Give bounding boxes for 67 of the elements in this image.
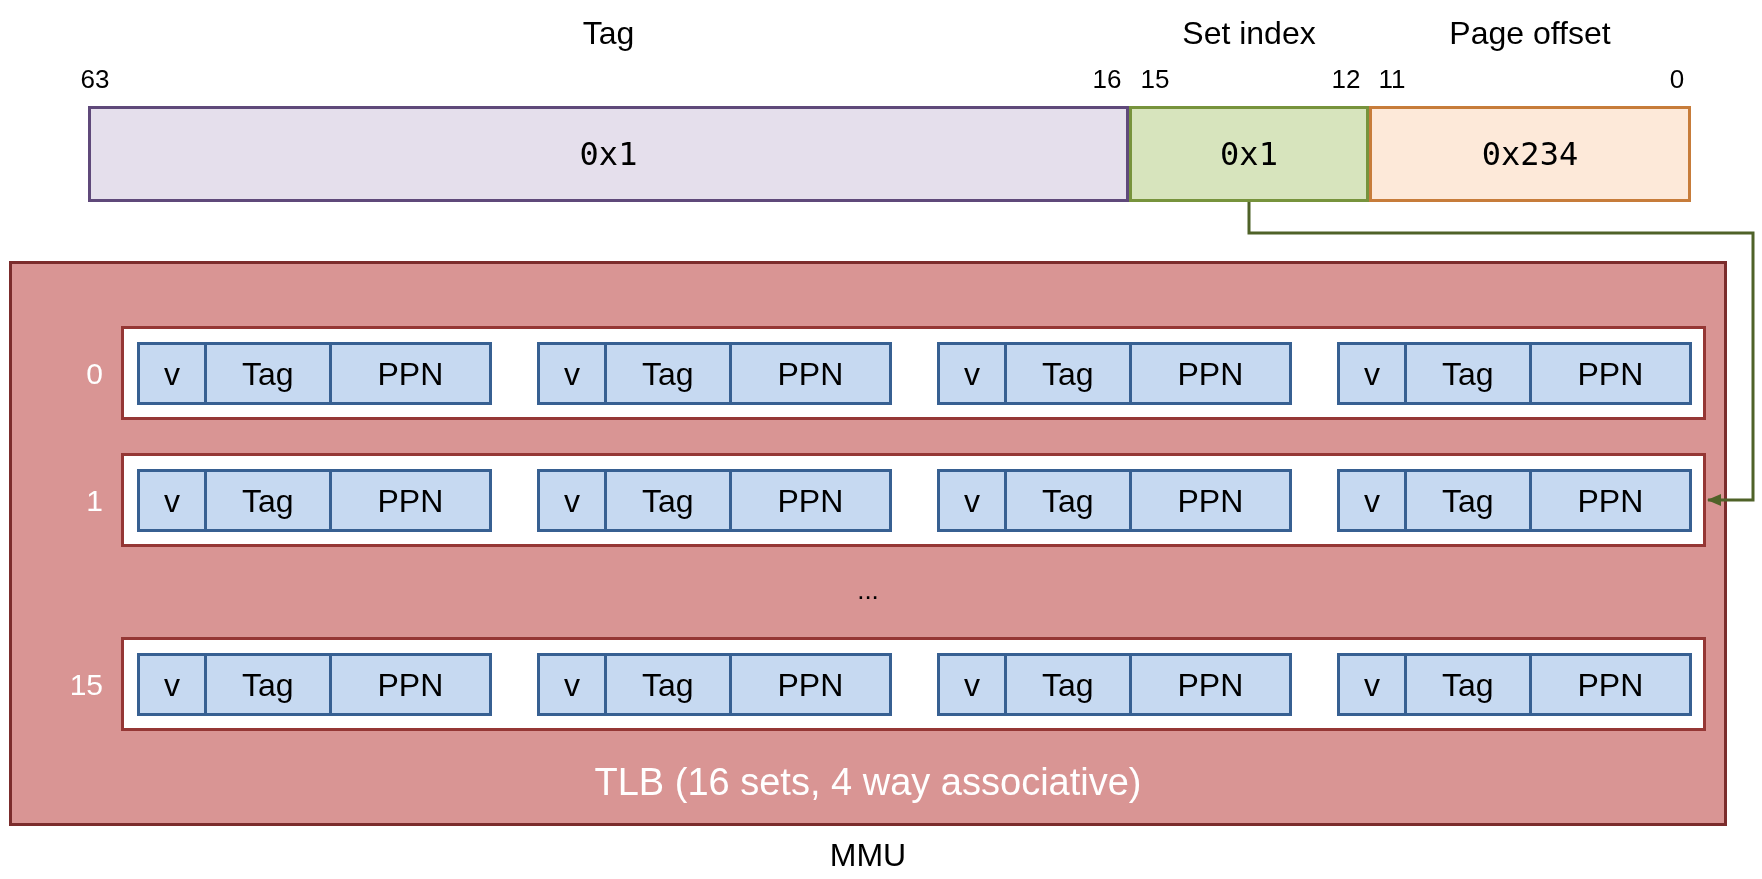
entry-field: PPN xyxy=(328,345,489,402)
tlb-entry xyxy=(137,469,492,532)
entry-field: Tag xyxy=(603,656,729,713)
set-number: 1 xyxy=(86,482,103,519)
entry-field: Tag xyxy=(603,472,729,529)
entry-field: PPN xyxy=(1528,472,1689,529)
tlb-entry xyxy=(137,653,492,716)
entry-field: PPN xyxy=(1528,656,1689,713)
bit-number: 63 xyxy=(80,62,110,96)
bit-number: 0 xyxy=(1669,62,1685,96)
tlb-entry xyxy=(1337,653,1692,716)
hex-value: 0x1 xyxy=(579,134,638,175)
bit-number: 12 xyxy=(1331,62,1361,96)
entry-field: v xyxy=(940,656,1004,713)
set-number: 0 xyxy=(86,355,103,392)
arrow xyxy=(1247,202,1755,506)
entry-field: Tag xyxy=(1003,656,1129,713)
entry-field: Tag xyxy=(1403,656,1529,713)
entry-field: PPN xyxy=(1528,345,1689,402)
set-number: 15 xyxy=(69,666,103,703)
tlb-entry xyxy=(1337,342,1692,405)
entry-field: Tag xyxy=(1403,472,1529,529)
entry-field: Tag xyxy=(203,656,329,713)
entry-field: Tag xyxy=(203,345,329,402)
entry-field: PPN xyxy=(1128,656,1289,713)
hex-value: 0x1 xyxy=(1220,134,1278,175)
entry-field: Tag xyxy=(1003,345,1129,402)
entry-field: v xyxy=(1340,345,1404,402)
tlb-entry xyxy=(537,653,892,716)
entry-field: v xyxy=(540,656,604,713)
unit-caption: MMU xyxy=(829,836,907,875)
ellipsis: ... xyxy=(857,573,879,607)
entry-field: PPN xyxy=(1128,472,1289,529)
entry-field: v xyxy=(140,345,204,402)
entry-field: v xyxy=(540,345,604,402)
entry-field: v xyxy=(940,345,1004,402)
field-heading: Set index xyxy=(1182,14,1316,53)
hex-value: 0x234 xyxy=(1481,134,1579,175)
entry-field: v xyxy=(1340,656,1404,713)
entry-field: v xyxy=(140,472,204,529)
entry-field: Tag xyxy=(1003,472,1129,529)
tlb-entry xyxy=(937,342,1292,405)
entry-field: PPN xyxy=(1128,345,1289,402)
field-heading: Page offset xyxy=(1449,14,1611,53)
entry-field: PPN xyxy=(728,656,889,713)
field-heading: Tag xyxy=(582,14,635,53)
entry-field: PPN xyxy=(728,472,889,529)
tlb-entry xyxy=(937,653,1292,716)
entry-field: Tag xyxy=(203,472,329,529)
entry-field: PPN xyxy=(728,345,889,402)
tlb-entry xyxy=(937,469,1292,532)
entry-field: Tag xyxy=(603,345,729,402)
tlb-entry xyxy=(537,469,892,532)
tlb-caption: TLB (16 sets, 4 way associative) xyxy=(593,760,1143,805)
entry-field: v xyxy=(540,472,604,529)
entry-field: v xyxy=(140,656,204,713)
tlb-entry xyxy=(1337,469,1692,532)
bit-number: 15 xyxy=(1140,62,1170,96)
entry-field: v xyxy=(1340,472,1404,529)
entry-field: PPN xyxy=(328,656,489,713)
entry-field: v xyxy=(940,472,1004,529)
tlb-entry xyxy=(137,342,492,405)
bit-number: 11 xyxy=(1378,62,1406,96)
entry-field: PPN xyxy=(328,472,489,529)
tlb-entry xyxy=(537,342,892,405)
bit-number: 16 xyxy=(1092,62,1122,96)
entry-field: Tag xyxy=(1403,345,1529,402)
